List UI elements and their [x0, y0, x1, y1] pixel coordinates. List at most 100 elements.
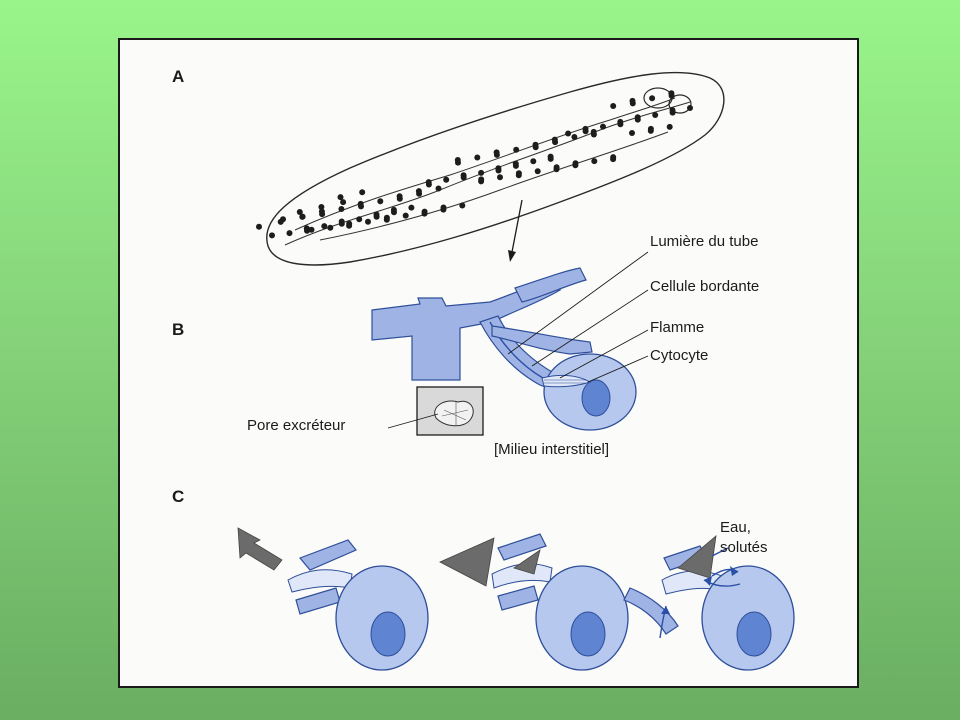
flame-cell-dot — [565, 130, 572, 137]
label-eau: Eau, — [720, 519, 751, 536]
label-milieu: [Milieu interstitiel] — [494, 441, 609, 458]
section-b-label: B — [172, 320, 184, 339]
flame-cell-dot — [474, 154, 481, 161]
flame-cell-dot — [303, 225, 310, 232]
flame-cell-dots — [256, 90, 693, 239]
flow-wedge-small — [513, 549, 541, 575]
flame-cell-dot — [547, 153, 554, 160]
flame-cell-dot — [534, 168, 541, 175]
flame-cell-dot — [340, 199, 347, 206]
flame-cell-dot — [669, 107, 676, 114]
flame-cell-dot — [478, 169, 485, 176]
label-flamme: Flamme — [650, 319, 704, 336]
flame-cell-dot — [572, 160, 579, 167]
flame-cell-dot — [454, 157, 461, 163]
flame-cell-dot — [610, 154, 617, 161]
flame-cell-dot — [634, 114, 641, 121]
flame-cell-dot — [513, 146, 520, 153]
flame-cell-dot — [321, 223, 328, 230]
flame-cell-dot — [327, 224, 334, 231]
flow-wedge-c3 — [677, 535, 717, 579]
flame-cell-dot — [277, 218, 284, 225]
flame-cell-dot — [647, 125, 654, 132]
flame-cell-dot — [591, 158, 598, 165]
flame-cell-dot — [318, 204, 325, 210]
flame-cell-dot — [296, 209, 303, 215]
flame-cell-dot — [551, 136, 558, 143]
flame-cell-dot — [532, 141, 539, 148]
flame-cell-dot — [610, 103, 617, 109]
pointer-arrow — [508, 199, 523, 262]
flame-cell-dot — [357, 200, 364, 207]
flame-cell-dot — [459, 202, 466, 209]
flame-cell-dot — [402, 212, 409, 219]
flame-cell-dot — [668, 90, 675, 97]
flame-cell-dot — [425, 179, 432, 186]
flame-cell-dot — [308, 226, 315, 233]
eyespot-right — [668, 94, 692, 114]
section-c-label: C — [172, 487, 184, 506]
flame-cell-dot — [373, 211, 380, 218]
collecting-duct — [371, 283, 562, 381]
flame-cell-dot — [553, 164, 560, 171]
flame-cell-dot — [435, 185, 442, 192]
flame-cell-dot — [337, 194, 344, 201]
flame-cell-dot — [318, 208, 325, 215]
label-cytocyte: Cytocyte — [650, 347, 708, 364]
flame-cell-dot — [256, 223, 262, 230]
flame-cell-dot — [649, 95, 656, 102]
flame-cell-dot — [415, 188, 422, 195]
flame-cell-dot — [383, 214, 390, 221]
flame-cell-dot — [338, 218, 345, 225]
flame-cell-dot — [652, 112, 659, 118]
figure-svg: A B — [172, 67, 795, 671]
flame — [541, 374, 592, 388]
flame-cell-dot — [443, 176, 450, 183]
section-a-label: A — [172, 67, 184, 86]
flame-cell-dot — [687, 105, 693, 111]
flame-cell-dot — [515, 170, 522, 177]
flame-cell-dot — [338, 206, 345, 212]
label-cellule: Cellule bordante — [650, 278, 759, 295]
flame-cell-dot — [460, 172, 467, 179]
flame-cell-dot — [493, 149, 500, 156]
label-pore: Pore excréteur — [247, 417, 345, 434]
flame-cell-dot — [530, 158, 537, 165]
flame-cell-dot — [269, 232, 275, 239]
flame-cell-dot — [590, 128, 597, 135]
flame-cell-dot — [356, 216, 363, 223]
flame-cell-dot — [629, 130, 635, 136]
flame-cell-dot — [617, 118, 624, 125]
flow-wedge-large — [439, 537, 495, 587]
leader-lines — [387, 251, 649, 429]
flame-cell-dot — [629, 97, 636, 104]
flame-cell-dot — [582, 125, 589, 132]
flame-cell-dot — [666, 123, 673, 130]
flatworm-body — [256, 71, 725, 266]
flame-cell-dot — [299, 213, 306, 220]
flow-arrow-out — [237, 527, 283, 571]
flame-cell-state-3 — [623, 535, 795, 671]
flame-cell-dot — [346, 220, 353, 227]
flame-cell-dot — [286, 230, 293, 237]
label-solutes: solutés — [720, 539, 768, 556]
flame-cell-dot — [396, 193, 403, 200]
protonephridium-diagram — [371, 267, 637, 436]
flame-cell-dot — [600, 123, 606, 130]
flame-cell-dot — [440, 204, 447, 211]
cytocyte-nucleus — [581, 379, 611, 417]
flame-cell-dot — [495, 165, 502, 172]
flame-cell-dot — [512, 160, 519, 167]
flame-cell-dot — [408, 204, 415, 211]
flame-cell-dot — [365, 218, 371, 225]
flame-cell-state-2 — [439, 533, 629, 671]
flame-cell-dot — [497, 174, 503, 181]
label-lumiere: Lumière du tube — [650, 233, 758, 250]
flame-cell-dot — [421, 208, 428, 215]
flame-cell-dot — [377, 198, 384, 205]
flame-cell-dot — [390, 206, 397, 213]
flame-cell-dot — [571, 134, 578, 140]
figure-frame: A B — [118, 38, 859, 688]
flame-cell-dot — [359, 189, 366, 196]
flame-cell-dot — [478, 176, 485, 183]
